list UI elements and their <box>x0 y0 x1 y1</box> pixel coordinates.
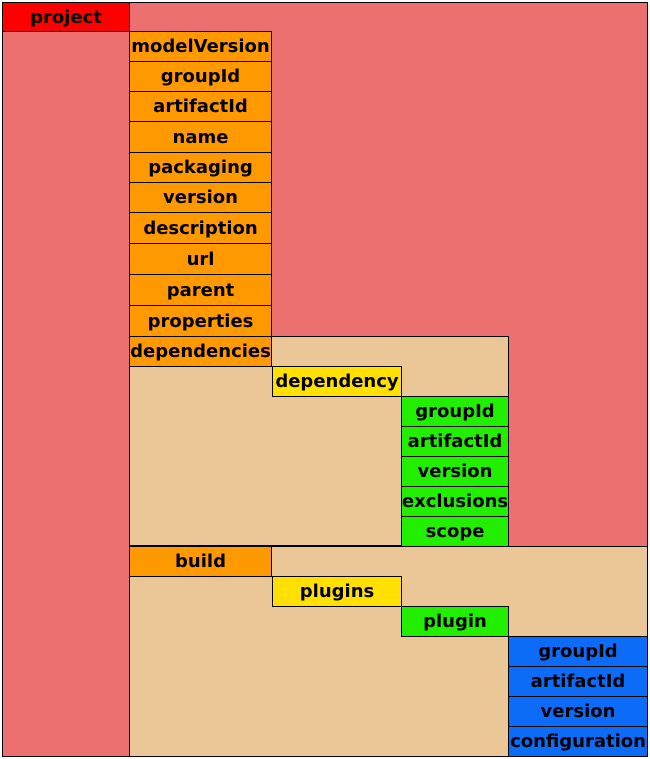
node-label: description <box>143 217 258 239</box>
node-label: configuration <box>510 731 646 752</box>
node-label: artifactId <box>153 96 248 117</box>
build-node: build <box>129 546 272 577</box>
dependency-child-scope: scope <box>401 516 509 547</box>
node-label: build <box>175 551 226 572</box>
dependency-child-exclusions: exclusions <box>401 486 509 517</box>
node-label: url <box>186 248 215 270</box>
node-label: groupId <box>160 66 241 87</box>
node-label: exclusions <box>401 491 509 512</box>
plugins-node: plugins <box>272 576 402 607</box>
project-child-modelversion: modelVersion <box>129 31 272 62</box>
node-label: artifactId <box>407 431 503 452</box>
node-label: groupId <box>415 401 495 422</box>
dependencies-node: dependencies <box>129 336 272 367</box>
node-label: artifactId <box>530 671 626 692</box>
node-label: version <box>540 701 616 722</box>
dependency-child-artifactid: artifactId <box>401 426 509 457</box>
dependency-node: dependency <box>272 366 402 397</box>
node-label: packaging <box>148 157 253 178</box>
project-label: project <box>30 6 102 28</box>
project-child-name: name <box>129 121 272 153</box>
plugin-child-version: version <box>508 696 648 727</box>
project-child-description: description <box>129 212 272 244</box>
node-label: plugins <box>299 581 375 602</box>
node-label: name <box>172 126 229 148</box>
node-label: modelVersion <box>131 36 270 57</box>
node-label: dependencies <box>130 341 271 362</box>
node-label: scope <box>425 521 485 542</box>
project-child-version: version <box>129 182 272 213</box>
node-label: plugin <box>423 611 487 632</box>
node-label: properties <box>147 310 254 332</box>
node-label: groupId <box>538 641 618 662</box>
project-child-groupid: groupId <box>129 61 272 92</box>
project-child-url: url <box>129 243 272 275</box>
plugin-node: plugin <box>401 606 509 637</box>
plugin-child-groupid: groupId <box>508 636 648 667</box>
project-child-artifactid: artifactId <box>129 91 272 122</box>
plugin-child-artifactid: artifactId <box>508 666 648 697</box>
project-child-packaging: packaging <box>129 152 272 183</box>
node-label: version <box>163 187 238 208</box>
node-label: parent <box>166 279 235 301</box>
project-node: project <box>2 2 130 32</box>
dependency-child-groupid: groupId <box>401 396 509 427</box>
project-child-parent: parent <box>129 274 272 306</box>
plugin-child-configuration: configuration <box>508 726 648 757</box>
node-label: version <box>417 461 493 482</box>
node-label: dependency <box>275 371 399 392</box>
dependency-child-version: version <box>401 456 509 487</box>
project-child-properties: properties <box>129 305 272 337</box>
